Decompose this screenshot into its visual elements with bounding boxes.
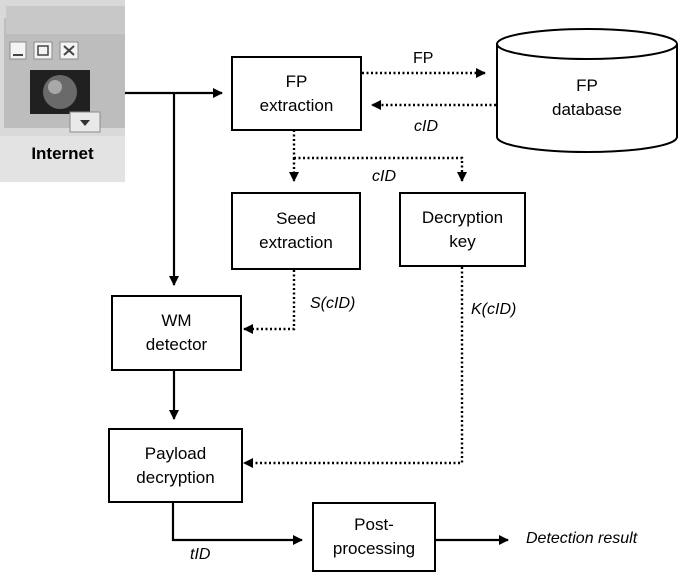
payload-decryption-box: Payload decryption: [108, 428, 243, 503]
k-cid-label: K(cID): [471, 301, 517, 318]
fp-extraction-box: FP extraction: [231, 56, 362, 131]
cid-return-label: cID: [414, 118, 438, 135]
tid-label: tID: [190, 546, 211, 563]
fp-database-label: FP database: [552, 76, 622, 119]
wm-detector-box: WM detector: [111, 295, 242, 371]
fp-extraction-label: FP extraction: [259, 71, 334, 115]
arrow-fp-to-decryption-key: [294, 156, 467, 182]
internet-label: Internet: [31, 144, 94, 163]
post-processing-label: Post- processing: [332, 515, 416, 558]
cid-split-label: cID: [372, 168, 396, 185]
decryption-key-box: Decryption key: [399, 192, 526, 267]
arrow-payload-to-postprocessing: [171, 503, 303, 545]
internet-window-icon: [0, 0, 125, 182]
fp-database-cylinder: [496, 28, 678, 153]
detection-result-label: Detection result: [526, 530, 638, 547]
arrow-seed-to-wm-detector: [243, 270, 296, 334]
seed-extraction-label: Seed extraction: [259, 209, 333, 252]
fp-label: FP: [413, 50, 434, 67]
payload-decryption-label: Payload decryption: [136, 443, 215, 487]
wm-detector-label: WM detector: [145, 311, 208, 354]
decryption-key-label: Decryption key: [421, 207, 504, 251]
post-processing-box: Post- processing: [312, 502, 436, 572]
s-cid-label: S(cID): [310, 295, 356, 312]
seed-extraction-box: Seed extraction: [231, 192, 361, 270]
